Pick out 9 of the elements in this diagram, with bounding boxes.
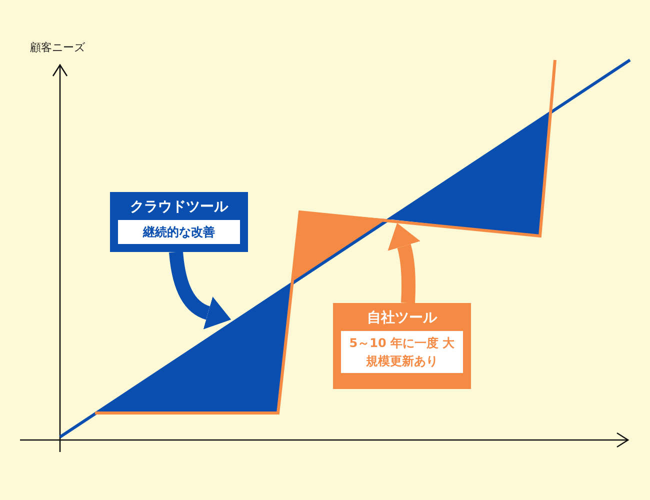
callout-box — [333, 303, 471, 389]
box-label: 継続的な改善 — [118, 220, 240, 244]
curved-arrow — [169, 251, 231, 329]
callout-box — [110, 192, 248, 252]
curved-arrow — [388, 222, 420, 304]
axis-label: 顧客ニーズ — [30, 40, 85, 55]
box-label: 5～10 年に一度 大規模更新あり — [341, 331, 463, 373]
box-heading: 自社ツール — [367, 309, 437, 327]
box-heading: クラウドツール — [130, 198, 228, 216]
